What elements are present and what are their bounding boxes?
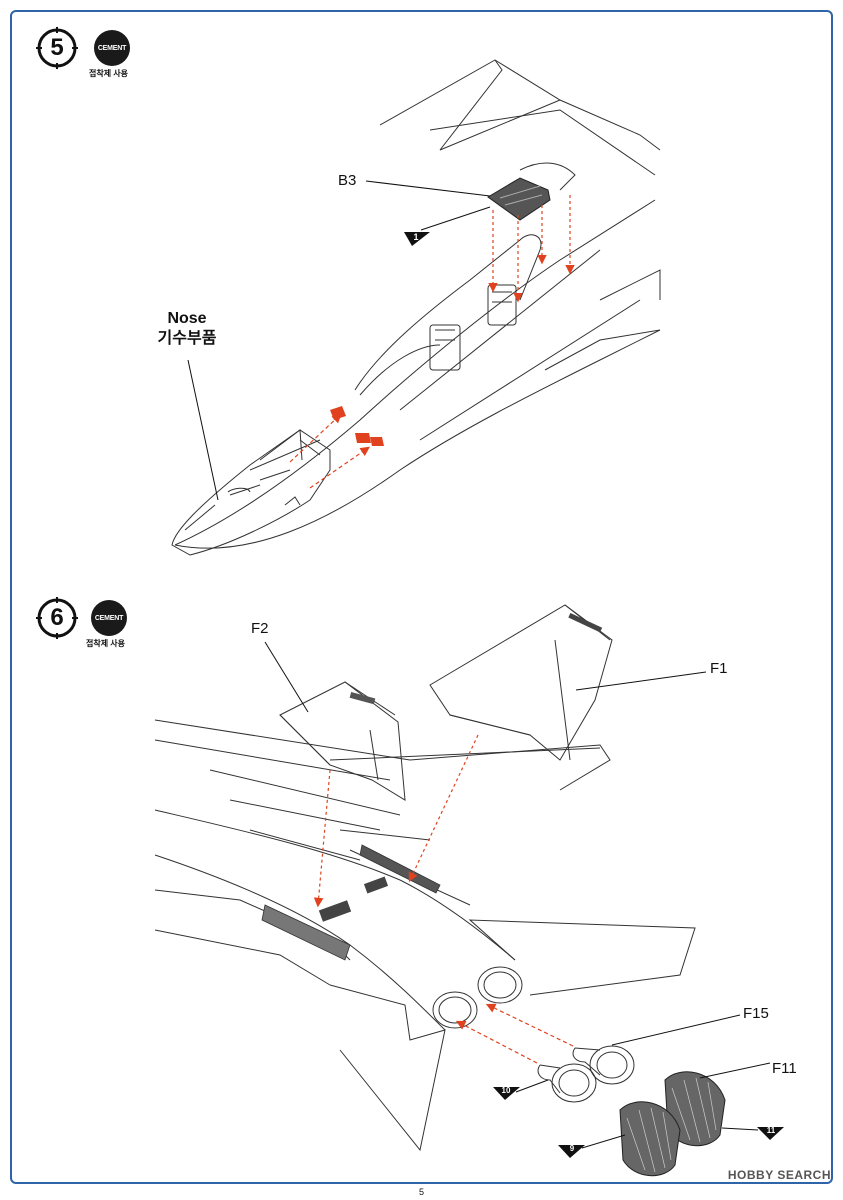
step6-aircraft (154, 719, 696, 1152)
part-f15-shape (537, 1045, 635, 1103)
part-label-f2: F2 (251, 620, 269, 637)
part-f1-shape (429, 604, 613, 761)
part-label-b3: B3 (338, 172, 357, 189)
cement-caption: 접착제 사용 (89, 69, 129, 78)
cockpit-seats (429, 284, 517, 371)
page-number: 5 (418, 1187, 424, 1197)
watermark: HOBBY SEARCH (727, 1168, 831, 1182)
step-number-badge (36, 597, 78, 639)
step-number: 5 (50, 34, 64, 61)
step-number: 6 (50, 604, 64, 631)
sub-marker-10: 10 (501, 1086, 511, 1095)
part-label-f15: F15 (743, 1005, 769, 1022)
part-f2-shape (279, 681, 406, 801)
nose-part (171, 429, 331, 556)
nose-label: Nose 기수부품 (148, 309, 226, 349)
cement-icon: CEMENT (94, 30, 130, 66)
step5-aircraft (174, 59, 661, 549)
nose-label-ko: 기수부품 (157, 330, 217, 347)
part-b3-shape (487, 177, 551, 221)
page-frame (10, 10, 833, 1184)
cement-icon: CEMENT (91, 600, 127, 636)
step-number-badge (36, 27, 78, 69)
sub-marker-11: 11 (766, 1126, 776, 1135)
part-f11-shape (619, 1071, 726, 1177)
nose-label-en: Nose (167, 310, 207, 327)
part-label-f11: F11 (772, 1060, 797, 1077)
sub-marker-1: 1 (413, 232, 419, 242)
part-label-f1: F1 (710, 660, 728, 677)
sub-marker-9: 9 (569, 1144, 575, 1153)
cement-caption: 접착제 사용 (86, 639, 126, 648)
